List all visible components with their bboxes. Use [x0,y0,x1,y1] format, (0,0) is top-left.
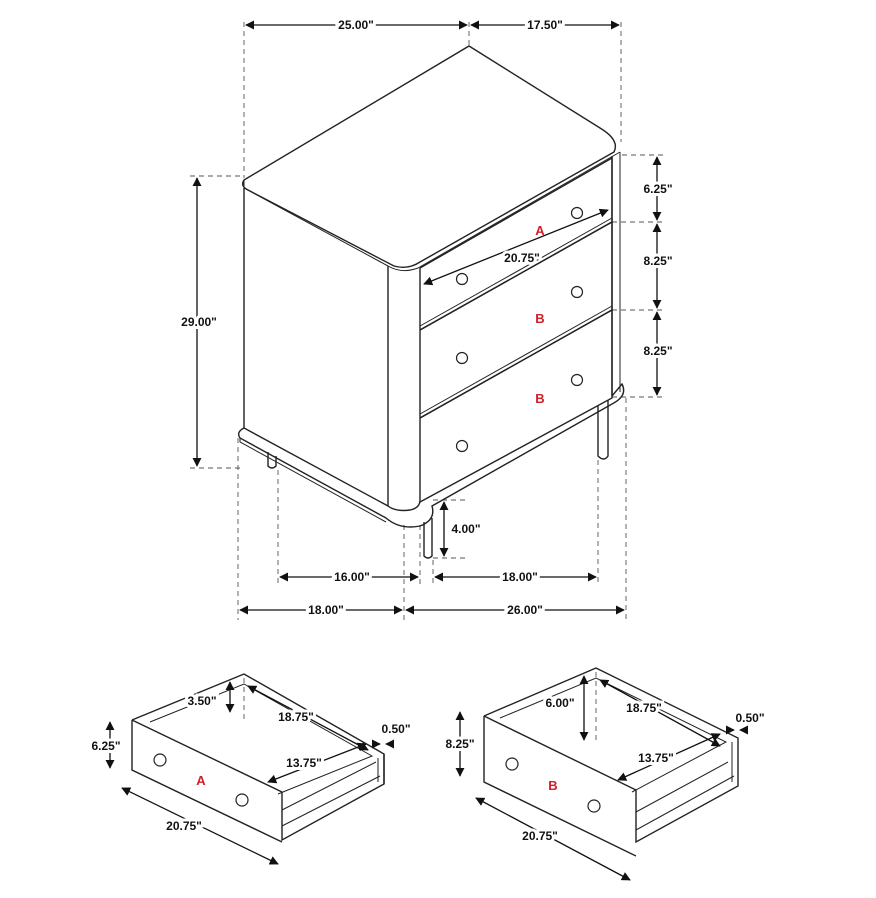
drawer-a-inner-width-label: 13.75" [286,756,322,770]
drawer-b-height-label-1: 8.25" [643,254,672,268]
leg-height-label: 4.00" [451,522,480,536]
knob-icon [153,753,167,767]
drawer-b-front-width-label: 20.75" [522,829,558,843]
cabinet-front-column [387,266,421,512]
drawer-b-inner-width-label: 13.75" [638,751,674,765]
drawer-a-side-thickness-label: 0.50" [381,722,410,736]
cabinet-drawer-label-a: A [535,223,545,238]
knob-icon [587,799,601,813]
base-width-label: 26.00" [507,603,543,617]
leg-span-side-label: 16.00" [334,570,370,584]
drawer-b-side-thickness-label: 0.50" [735,711,764,725]
cabinet-dimension-arrows [192,20,662,615]
drawer-b-drawing: B 8.25" 6.00" 18.75" 13.75" 0.50" 20.75" [442,667,768,881]
drawer-a-front [419,156,613,331]
drawer-a-front-width-label: 20.75" [166,819,202,833]
drawer-a-letter: A [196,773,206,788]
cabinet-drawer-letters: A B B [535,223,545,406]
knob-icon [505,757,519,771]
base-depth-label: 18.00" [308,603,344,617]
drawer-b-inner-height-label: 6.00" [545,696,574,710]
cabinet-side-panel [243,188,389,507]
extension-lines [190,22,664,620]
cabinet-top [241,45,617,269]
drawer-b-height-label-2: 8.25" [643,344,672,358]
cabinet-base [237,382,625,528]
drawer-b-front-height-label: 8.25" [445,737,474,751]
knob-icon [455,206,584,453]
drawer-a-height-label: 6.25" [643,182,672,196]
knob-icon [235,793,249,807]
drawer-b-inner-length-label: 18.75" [626,701,662,715]
drawer-a-inner-height-label: 3.50" [187,694,216,708]
cabinet-drawer-label-b2: B [535,391,544,406]
drawer-b-letter: B [548,778,557,793]
cabinet-dimension-labels: 25.00" 17.50" 29.00" 6.25" 8.25" 8.25" 2… [178,15,675,620]
overall-width-label: 25.00" [338,18,374,32]
cabinet-drawing [190,22,664,620]
drawer-a-inner-length-label: 18.75" [278,710,314,724]
drawer-a-front-height-label: 6.25" [91,739,120,753]
leg-span-front-label: 18.00" [502,570,538,584]
drawer-a-drawing: A 6.25" 3.50" 18.75" 13.75" 0.50" 20.75" [88,673,414,865]
drawer-b-front-2 [419,308,613,503]
cabinet-legs [267,400,609,559]
overall-depth-label: 17.50" [527,18,563,32]
drawer-front-width-label: 20.75" [504,251,540,265]
overall-height-label: 29.00" [181,315,217,329]
cabinet-drawer-label-b1: B [535,311,544,326]
